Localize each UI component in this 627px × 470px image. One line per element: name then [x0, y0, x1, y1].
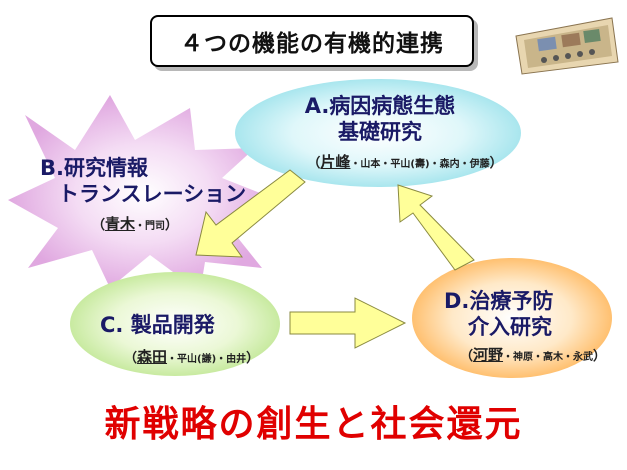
node-b-lead: 青木 [105, 215, 136, 233]
diagram-title: ４つの機能の有機的連携 [150, 15, 474, 67]
node-b-members: （青木・門司） [92, 215, 179, 233]
node-d-title-line2: 介入研究 [468, 315, 552, 339]
node-d-label: D.治療予防 介入研究 （河野・神原・高木・永武） [430, 288, 620, 365]
arrow-d-to-a [397, 184, 475, 271]
node-d-title-line1: D.治療予防 [444, 289, 554, 313]
node-b-title-line1: B.研究情報 [40, 156, 148, 180]
node-b-title-line2: トランスレーション [58, 182, 247, 206]
node-c-title: C. 製品開発 [100, 313, 215, 337]
node-a-members: （片峰・山本・平山(壽)・森内・伊藤） [307, 153, 503, 171]
node-b-rest: ・門司 [135, 221, 166, 232]
bottom-slogan: 新戦略の創生と社会還元 [104, 404, 523, 445]
node-d-bubble [412, 258, 612, 378]
node-a-lead: 片峰 [320, 153, 351, 171]
node-c-lead: 森田 [137, 348, 168, 366]
arrow-a-to-b [195, 169, 306, 258]
node-d-members: （河野・神原・高木・永武） [460, 346, 607, 364]
arrow-c-to-d [289, 297, 407, 349]
node-a-rest: ・山本・平山(壽)・森内・伊藤 [350, 159, 490, 170]
conference-photo-thumbnail-icon [515, 17, 619, 75]
node-a-label: A.病因病態生態 基礎研究 （片峰・山本・平山(壽)・森内・伊藤） [250, 93, 510, 172]
node-a-bubble [235, 79, 521, 187]
node-a-title-line2: 基礎研究 [338, 120, 422, 144]
node-c-label: C. 製品開発 （森田・平山(謙)・由井） [90, 312, 290, 367]
node-b-label: B.研究情報 トランスレーション （青木・門司） [40, 155, 280, 234]
node-c-rest: ・平山(謙)・由井 [167, 354, 247, 365]
node-d-lead: 河野 [473, 346, 504, 364]
node-a-title-line1: A.病因病態生態 [304, 94, 456, 118]
node-c-members: （森田・平山(謙)・由井） [124, 348, 260, 366]
node-c-bubble [70, 272, 280, 376]
node-d-rest: ・神原・高木・永武 [503, 352, 594, 363]
